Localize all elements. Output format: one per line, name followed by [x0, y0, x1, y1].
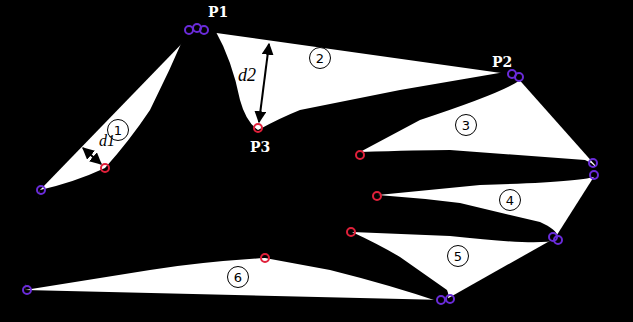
distance-arrow	[259, 44, 269, 122]
point-label: P1	[208, 5, 228, 19]
callout-circle: 6	[227, 266, 249, 288]
defect-points	[101, 124, 381, 262]
callout-number: 5	[454, 250, 462, 263]
callout-circle: 3	[455, 114, 477, 136]
callout-number: 6	[234, 271, 242, 284]
hand-silhouette	[25, 26, 597, 302]
distance-arrow	[83, 148, 101, 164]
callout-circle: 4	[499, 189, 521, 211]
distance-label: d2	[238, 66, 256, 84]
callout-number: 3	[462, 119, 470, 132]
callout-number: 4	[506, 194, 514, 207]
distance-label: d1	[99, 133, 115, 149]
callout-circle: 2	[309, 47, 331, 69]
point-label: P3	[250, 140, 270, 154]
callout-number: 2	[316, 52, 324, 65]
callout-circle: 5	[447, 245, 469, 267]
hull-points	[23, 24, 598, 304]
point-label: P2	[492, 55, 512, 69]
callout-number: 1	[114, 124, 122, 137]
